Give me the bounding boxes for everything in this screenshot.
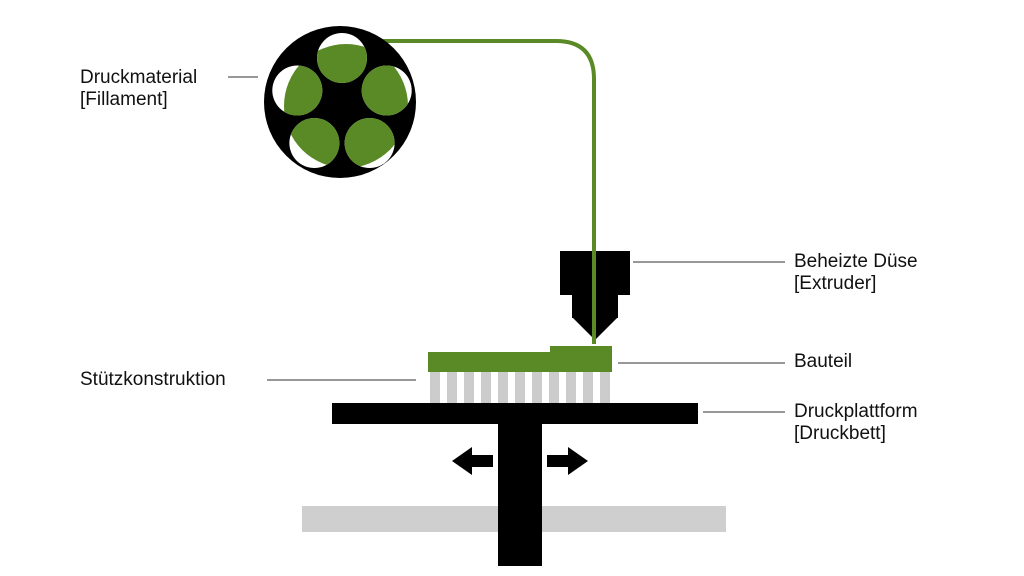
spool-hole bbox=[344, 118, 395, 169]
spool-hole bbox=[361, 65, 412, 116]
support-bar bbox=[566, 372, 576, 403]
label-nozzle: Beheizte Düse [Extruder] bbox=[794, 251, 918, 295]
filament-strand bbox=[352, 39, 596, 344]
printed-part bbox=[428, 346, 612, 372]
support-bar bbox=[549, 372, 559, 403]
label-part-line1: Bauteil bbox=[794, 351, 853, 372]
support-bar bbox=[583, 372, 593, 403]
label-nozzle-line1: Beheizte Düse bbox=[794, 251, 918, 272]
spool-hole bbox=[289, 118, 340, 169]
support-bar bbox=[532, 372, 542, 403]
support-bar bbox=[515, 372, 525, 403]
support-structure bbox=[430, 372, 610, 403]
platform-stem bbox=[498, 420, 542, 566]
support-bar bbox=[498, 372, 508, 403]
label-support-line1: Stützkonstruktion bbox=[80, 369, 226, 390]
label-platform: Druckplattform [Druckbett] bbox=[794, 401, 918, 445]
spool-hole bbox=[317, 33, 367, 83]
support-bar bbox=[481, 372, 491, 403]
label-support: Stützkonstruktion bbox=[80, 369, 226, 391]
label-platform-line1: Druckplattform bbox=[794, 401, 918, 422]
spool-hole bbox=[272, 65, 323, 116]
label-material: Druckmaterial [Fillament] bbox=[80, 67, 197, 111]
arrow-left-icon bbox=[452, 447, 493, 475]
label-platform-line2: [Druckbett] bbox=[794, 423, 886, 444]
filament-spool bbox=[264, 26, 416, 178]
support-bar bbox=[464, 372, 474, 403]
support-bar bbox=[600, 372, 610, 403]
support-bar bbox=[447, 372, 457, 403]
support-bar bbox=[430, 372, 440, 403]
label-nozzle-line2: [Extruder] bbox=[794, 273, 877, 294]
label-part: Bauteil bbox=[794, 351, 852, 373]
print-platform bbox=[332, 403, 698, 424]
label-material-line2: [Fillament] bbox=[80, 89, 168, 110]
arrow-right-icon bbox=[547, 447, 588, 475]
label-material-line1: Druckmaterial bbox=[80, 67, 198, 88]
